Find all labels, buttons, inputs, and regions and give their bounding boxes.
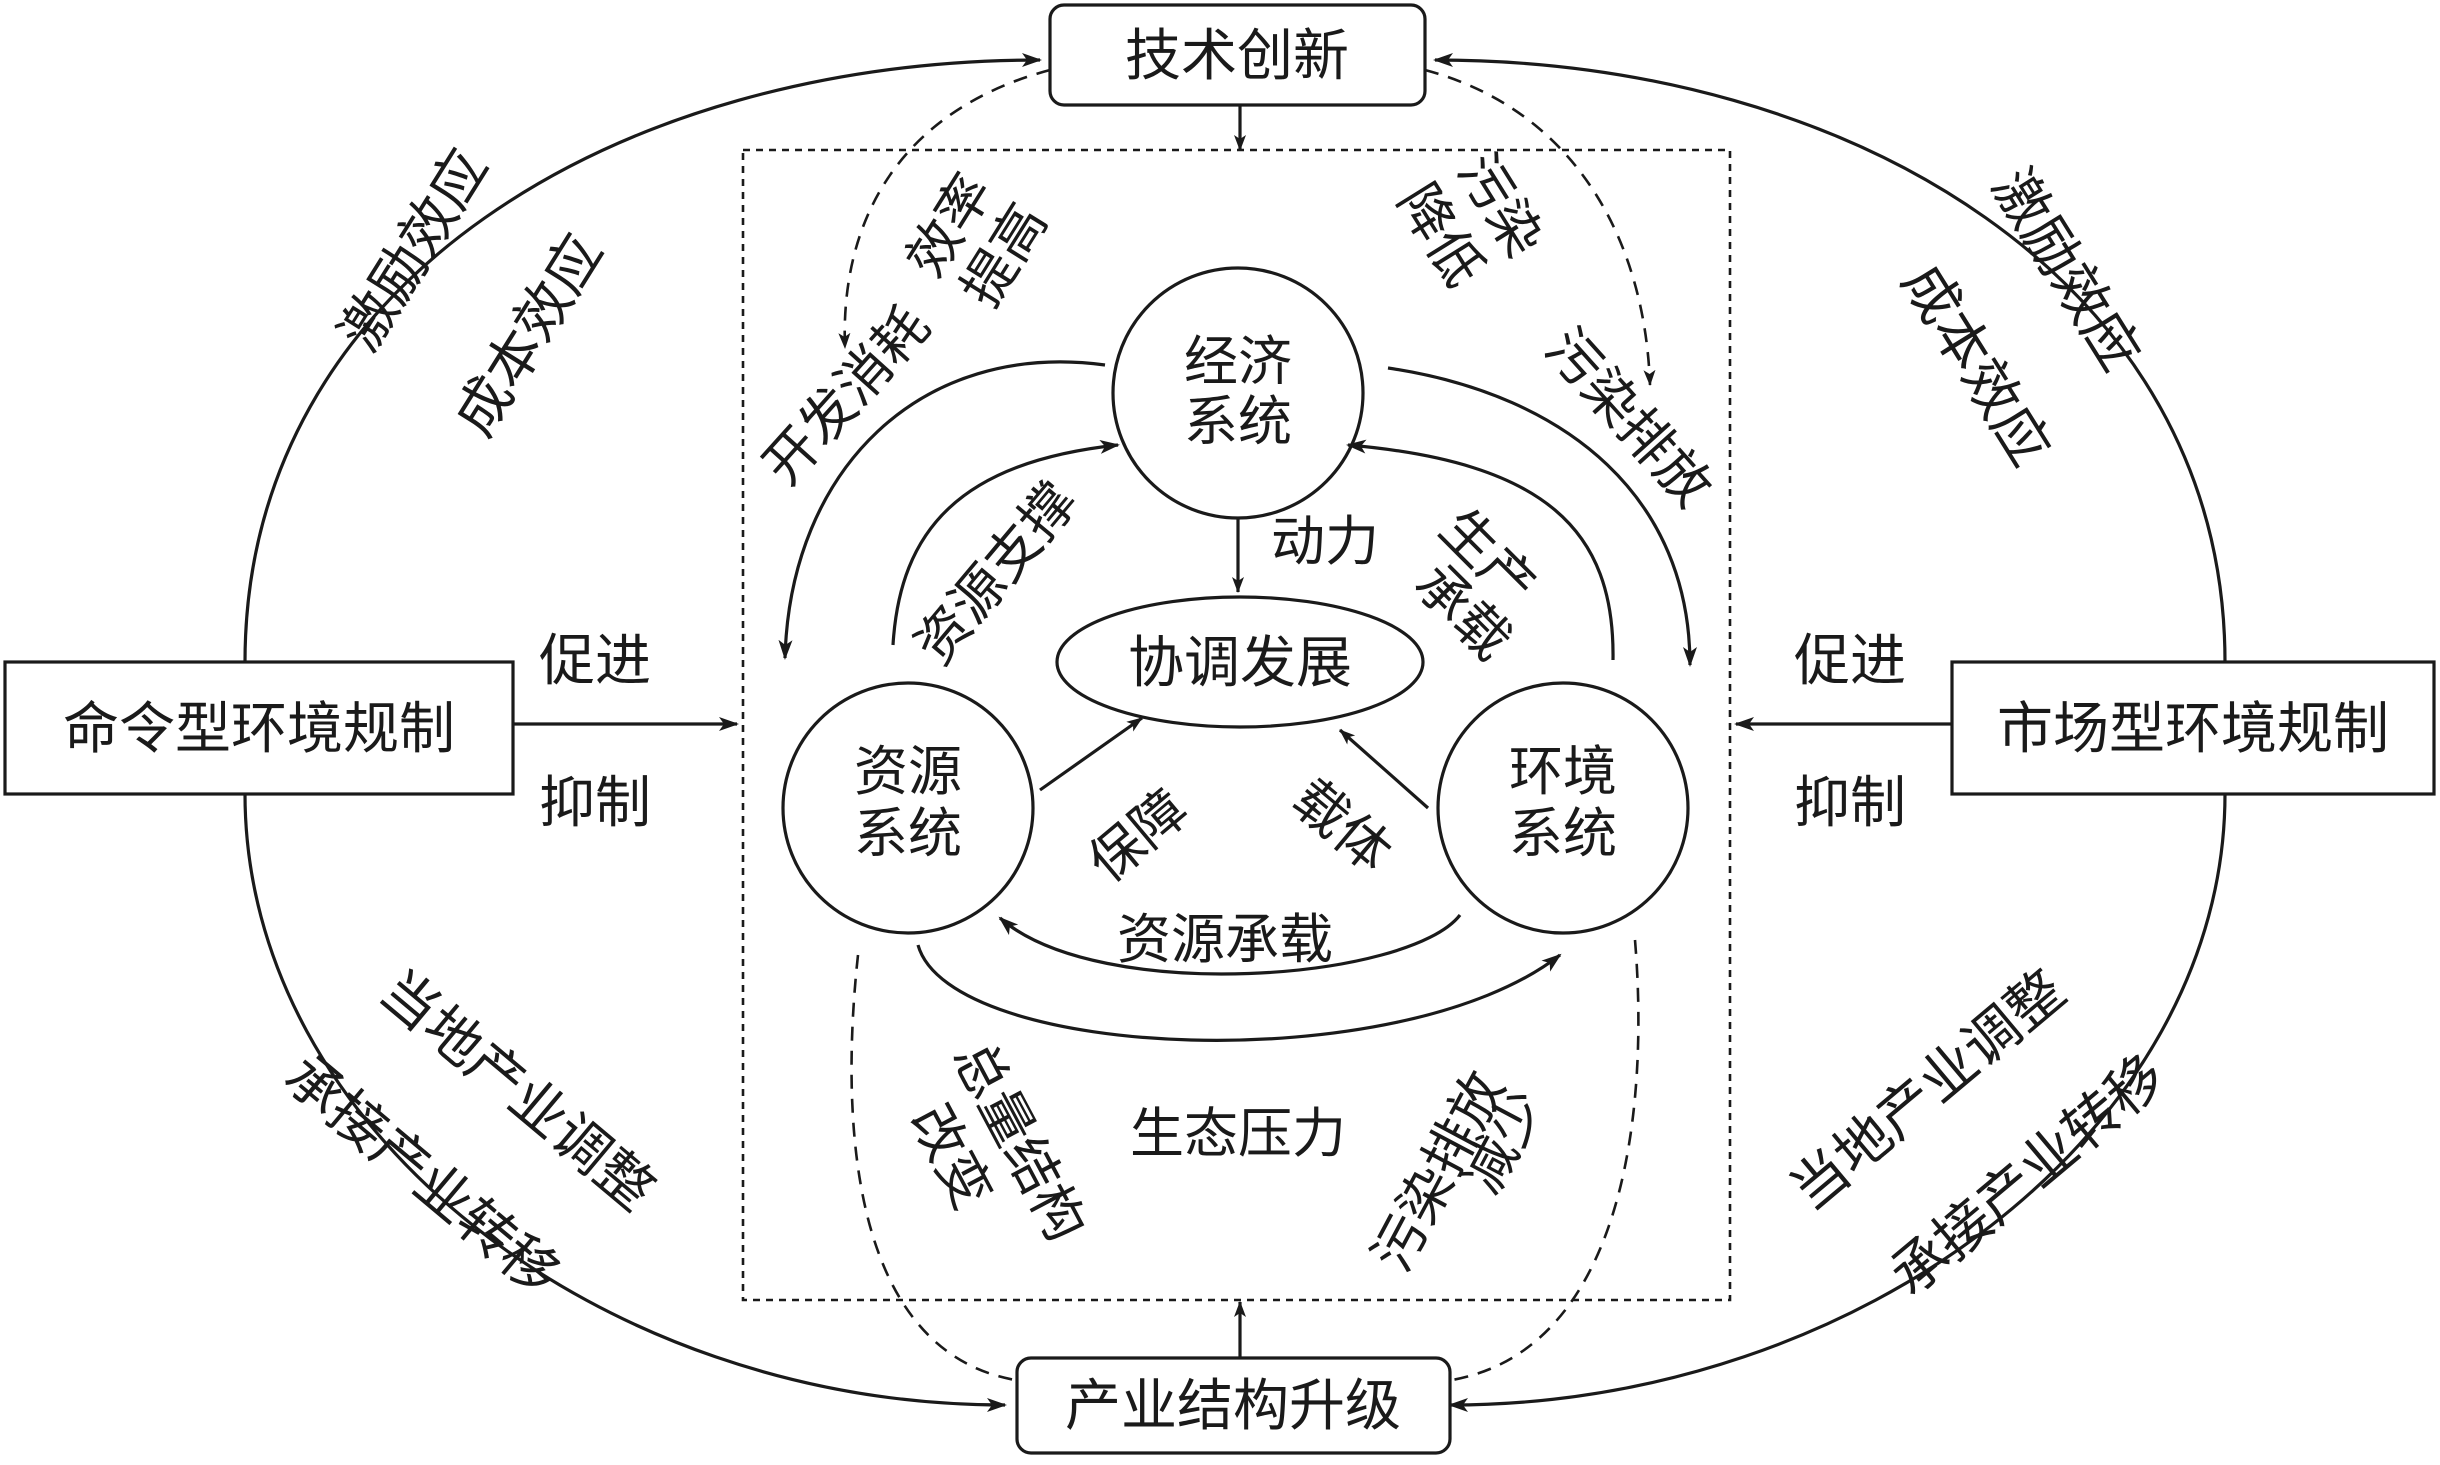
arrow-resource-coordinate: [1039, 716, 1143, 792]
arrow-environment-economy: [1346, 439, 1615, 661]
label-promote-right: 促进: [1794, 629, 1906, 694]
node-command-box: [3, 660, 515, 796]
node-economy-line2: 系统: [1184, 390, 1292, 453]
node-tech-label: 技术创新: [1125, 24, 1349, 89]
label-promote-left: 促进: [539, 629, 651, 694]
dash-tech-right: [1424, 68, 1656, 386]
label-resource-carry: 资源承载: [1117, 908, 1333, 971]
node-command-label: 命令型环境规制: [63, 697, 455, 762]
arc-right-top: [1433, 53, 2227, 663]
arrow-environment-coordinate: [1338, 728, 1430, 810]
dash-industry-left: [850, 954, 1016, 1382]
node-industry-box: [1015, 1356, 1452, 1455]
label-power: 动力: [1271, 510, 1379, 573]
dash-industry-right: [1451, 939, 1640, 1382]
node-market-box: [1950, 660, 2436, 796]
node-environment: [1436, 681, 1690, 935]
node-resource-line1: 资源: [854, 740, 962, 803]
label-right-top-2: 成本效应: [1889, 253, 2063, 477]
arc-right-bottom: [1448, 793, 2227, 1412]
label-carrier: 载体: [1280, 767, 1403, 885]
node-resource-line2: 系统: [854, 802, 962, 865]
node-environment-line2: 系统: [1509, 802, 1617, 865]
node-coordinate: [1055, 595, 1425, 729]
arrow-economy-environment: [1387, 366, 1697, 667]
label-inhibit-left: 抑制: [539, 771, 651, 836]
inner-frame: [741, 148, 1732, 1302]
label-inhibit-right: 抑制: [1794, 771, 1906, 836]
dash-tech-left: [838, 68, 1051, 349]
label-eco-pressure: 生态压力: [1130, 1102, 1346, 1165]
node-environment-line1: 环境: [1509, 740, 1617, 803]
label-left-top-1: 激励效应: [327, 138, 501, 362]
node-market-label: 市场型环境规制: [1997, 697, 2389, 762]
label-guarantee: 保障: [1076, 777, 1199, 895]
arrow-economy-resource: [778, 360, 1106, 660]
node-economy-line1: 经济: [1184, 330, 1292, 393]
node-resource: [781, 681, 1035, 935]
arrow-environment-resource: [998, 914, 1462, 976]
arc-left-top: [243, 53, 1042, 663]
node-industry-label: 产业结构升级: [1065, 1374, 1401, 1439]
node-coordinate-label: 协调发展: [1128, 631, 1352, 696]
arrow-resource-environment: [916, 944, 1562, 1042]
arrow-resource-economy: [891, 439, 1120, 646]
label-left-top-2: 成本效应: [442, 223, 616, 447]
arc-left-bottom: [243, 793, 1007, 1412]
node-tech-box: [1048, 3, 1427, 107]
